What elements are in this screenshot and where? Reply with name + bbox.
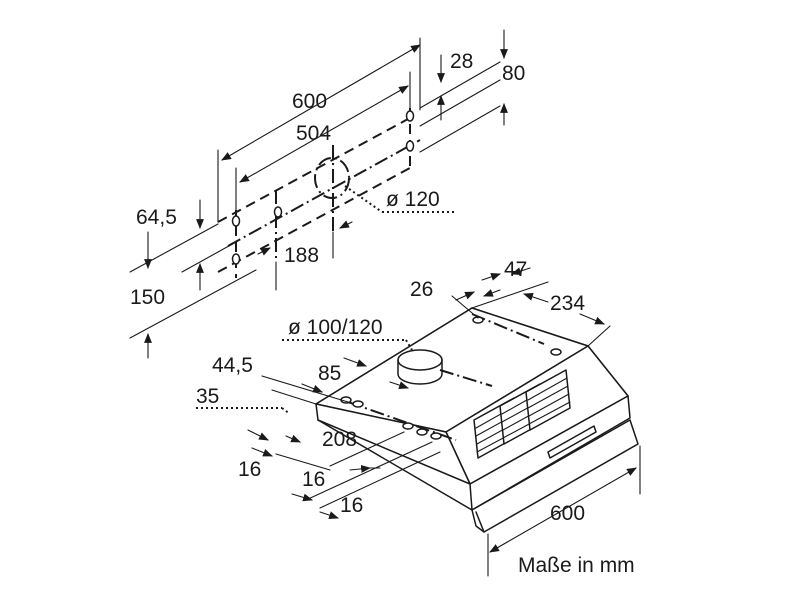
wall-template: 600 504 28 80 ø 120 64,5 150 188 [129, 29, 525, 359]
dim-hood-hole-span: 208 [322, 428, 357, 451]
dim-hood-step-1: 16 [238, 458, 261, 481]
hood-hole-icon [430, 432, 442, 440]
cooker-hood: 26 47 234 ø 100/120 44,5 85 35 208 16 16… [196, 258, 641, 577]
dim-hood-step-2: 16 [302, 468, 325, 491]
dim-hood-depth: 234 [550, 292, 585, 315]
hood-hole-icon [352, 400, 364, 408]
dim-hood-front-offset: 44,5 [212, 354, 253, 377]
dim-wall-right-top: 28 [450, 50, 473, 73]
wall-hole-icon [405, 110, 415, 122]
dim-wall-left-height: 150 [130, 286, 165, 309]
wall-hole-icon [231, 215, 241, 227]
dim-hood-front-dist: 85 [318, 362, 341, 385]
hood-hole-icon [472, 316, 484, 324]
hood-hole-icon [402, 422, 414, 430]
wall-hole-icon [231, 253, 241, 265]
wall-hole-icon [405, 140, 415, 152]
dim-hood-hole-offset: 35 [196, 385, 219, 408]
dim-hood-rear-inset: 26 [410, 278, 433, 301]
hood-hole-icon [550, 348, 562, 356]
dim-wall-hole-span: 504 [296, 122, 331, 145]
vent-grille-icon [473, 369, 571, 459]
hood-duct-collar [397, 349, 443, 371]
dim-hood-top-offset: 47 [504, 258, 527, 281]
dim-wall-width: 600 [292, 90, 327, 113]
unit-note: Maße in mm [518, 554, 635, 577]
dim-hood-duct: ø 100/120 [288, 316, 383, 339]
dim-hood-step-3: 16 [340, 494, 363, 517]
dim-wall-center-offset: 188 [284, 244, 319, 267]
hood-hole-icon [416, 428, 428, 436]
dim-wall-left-top: 64,5 [136, 206, 177, 229]
dim-wall-right-height: 80 [502, 62, 525, 85]
wall-hole-icon [273, 206, 283, 218]
dim-wall-duct: ø 120 [386, 188, 440, 211]
control-slider-icon [547, 425, 597, 459]
dim-hood-width: 600 [550, 502, 585, 525]
